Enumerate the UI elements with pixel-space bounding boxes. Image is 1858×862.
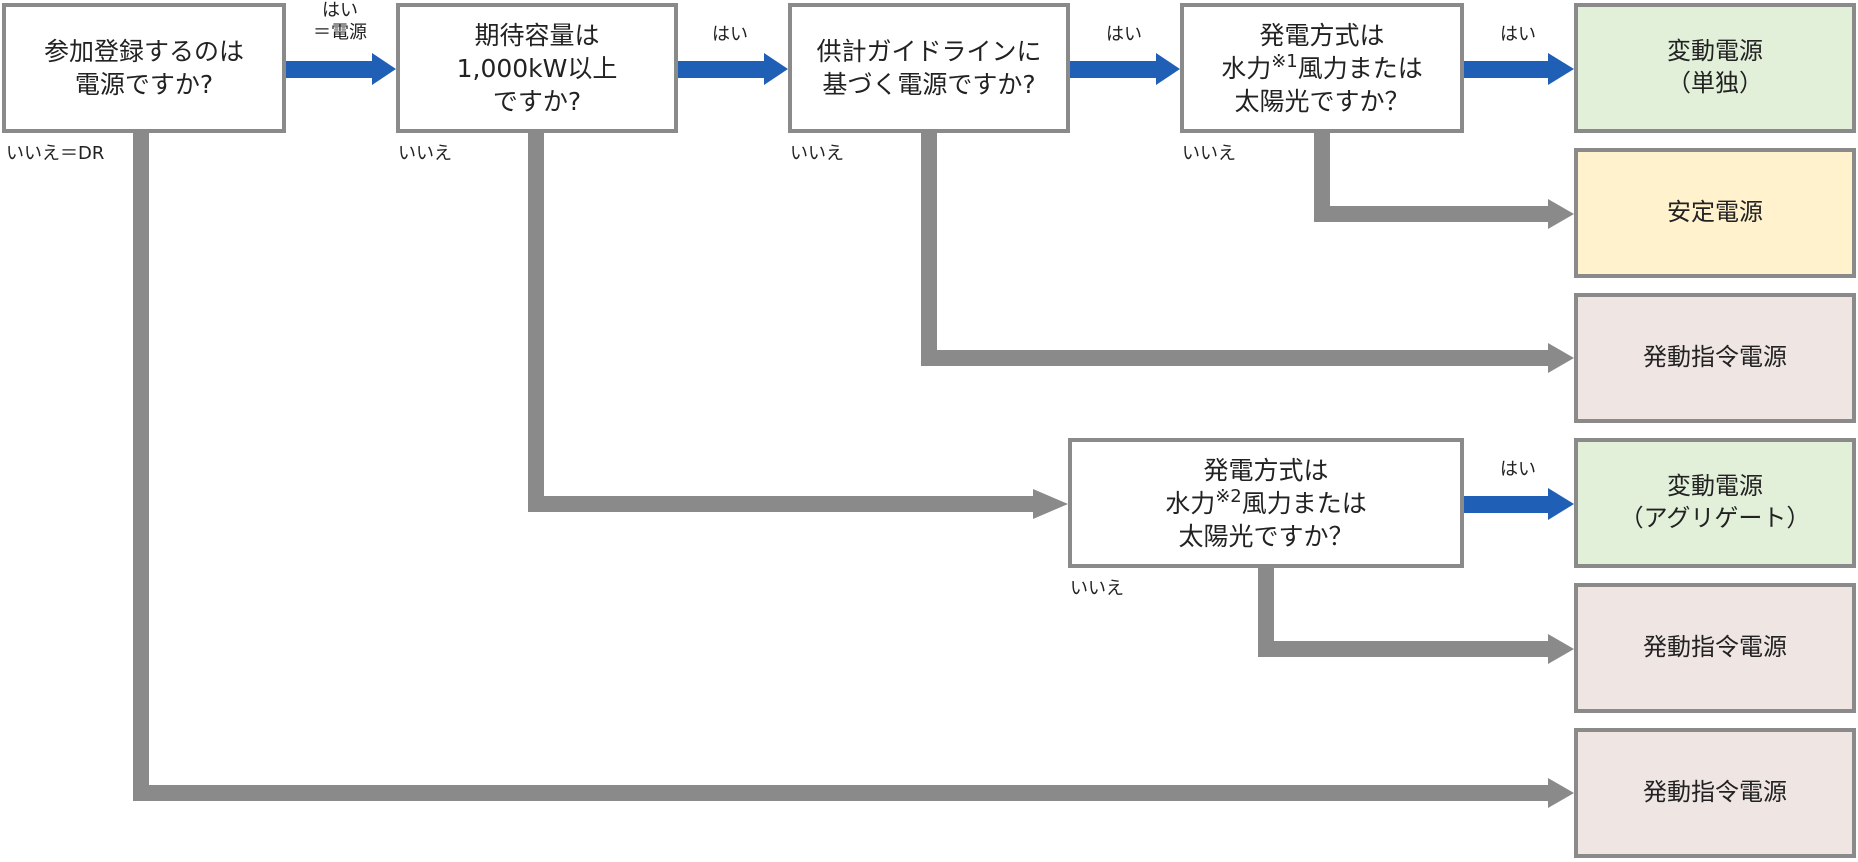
question-text-guideline: 供計ガイドラインに 基づく電源ですか? [816,37,1042,99]
question-box-participation: 参加登録するのは 電源ですか? [2,3,286,133]
yes-shaft-q1 [286,61,374,78]
footnote-marker-1: ※1 [1271,50,1298,72]
question-box-generation-type-1: 発電方式は 水力※1風力または 太陽光ですか？ [1180,3,1464,133]
question-text-generation-type-2: 発電方式は 水力※2風力または 太陽光ですか？ [1165,455,1367,551]
label-yes-generation-2: はい [1500,459,1536,480]
no-connector-q3 [921,132,1550,366]
no-connector-q4 [1314,132,1550,222]
outcome-dispatch-2: 発動指令電源 [1574,583,1856,713]
no-connector-q1 [133,132,1550,801]
no-connector-q2 [528,132,1035,512]
question-box-capacity: 期待容量は 1,000kW以上 ですか? [396,3,678,133]
label-no-dr: いいえ＝DR [6,143,105,164]
outcome-dispatch-1: 発動指令電源 [1574,293,1856,423]
question-text-generation-type-1: 発電方式は 水力※1風力または 太陽光ですか？ [1221,20,1423,116]
label-yes-power: はい ＝電源 [313,0,367,43]
question-box-generation-type-2: 発電方式は 水力※2風力または 太陽光ですか？ [1068,438,1464,568]
yes-shaft-q2 [678,61,766,78]
no-arrowhead-q5 [1548,634,1574,664]
no-connector-q5 [1258,568,1550,657]
label-no-generation-2: いいえ [1070,578,1124,599]
yes-arrowhead-q1 [372,53,396,85]
label-no-guideline: いいえ [790,143,844,164]
yes-shaft-q3 [1070,61,1158,78]
yes-arrowhead-q4 [1548,53,1574,85]
no-arrowhead-q4 [1548,199,1574,229]
question-text-capacity: 期待容量は 1,000kW以上 ですか? [456,20,618,116]
yes-arrowhead-q3 [1156,53,1180,85]
outcome-variable-single: 変動電源 （単独） [1574,3,1856,133]
no-arrowhead-q2 [1033,489,1068,519]
outcome-dispatch-3: 発動指令電源 [1574,728,1856,858]
question-text-participation: 参加登録するのは 電源ですか? [43,37,244,99]
yes-arrowhead-q2 [764,53,788,85]
outcome-stable: 安定電源 [1574,148,1856,278]
label-no-capacity: いいえ [398,143,452,164]
label-yes-capacity: はい [712,24,748,45]
question-box-guideline: 供計ガイドラインに 基づく電源ですか? [788,3,1070,133]
footnote-marker-2: ※2 [1215,485,1242,507]
label-yes-generation-1: はい [1500,24,1536,45]
label-yes-guideline: はい [1106,24,1142,45]
yes-arrowhead-q5 [1548,488,1574,520]
yes-shaft-q5 [1464,496,1550,513]
label-no-generation-1: いいえ [1182,143,1236,164]
yes-shaft-q4 [1464,61,1550,78]
no-arrowhead-q1 [1548,778,1574,808]
no-arrowhead-q3 [1548,343,1574,373]
outcome-variable-aggregate: 変動電源 （アグリゲート） [1574,438,1856,568]
